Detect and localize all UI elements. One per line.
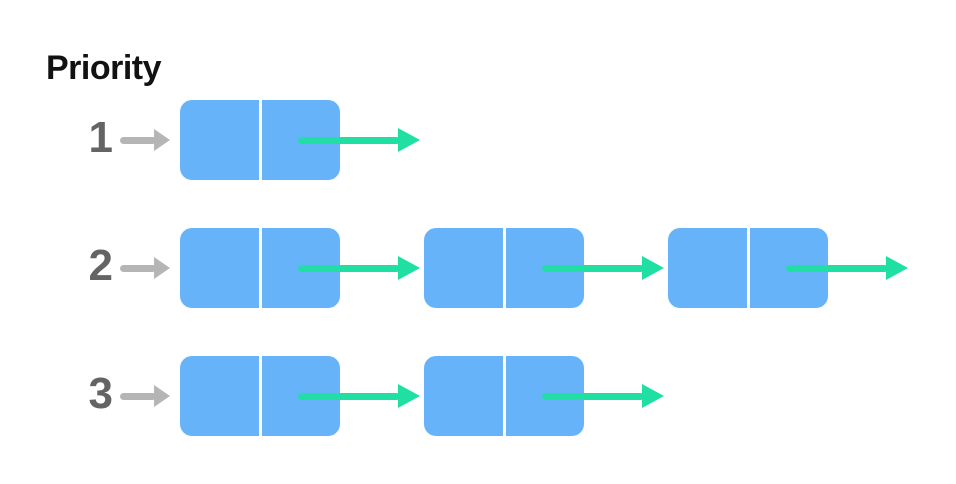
priority-label: 3: [88, 369, 113, 419]
arrow-line: [298, 392, 400, 400]
next-pointer-arrow: [298, 128, 420, 152]
arrow-line: [120, 136, 156, 144]
arrow-line: [786, 264, 888, 272]
node-divider: [746, 228, 750, 308]
priority-label: 2: [88, 241, 113, 291]
next-pointer-arrow: [542, 256, 664, 280]
arrow-head-icon: [154, 129, 170, 151]
node-data-cell: [180, 100, 260, 180]
node-data-cell: [424, 228, 504, 308]
arrow-line: [298, 136, 400, 144]
arrow-head-icon: [398, 128, 420, 152]
node-divider: [258, 100, 262, 180]
next-pointer-arrow: [298, 256, 420, 280]
arrow-head-icon: [642, 256, 664, 280]
node-divider: [258, 356, 262, 436]
arrow-line: [542, 392, 644, 400]
next-pointer-arrow: [786, 256, 908, 280]
next-pointer-arrow: [542, 384, 664, 408]
node-data-cell: [668, 228, 748, 308]
arrow-line: [542, 264, 644, 272]
arrow-head-icon: [886, 256, 908, 280]
priority-pointer-arrow: [120, 257, 170, 279]
next-pointer-arrow: [298, 384, 420, 408]
arrow-head-icon: [642, 384, 664, 408]
node-data-cell: [180, 228, 260, 308]
arrow-head-icon: [154, 257, 170, 279]
node-divider: [502, 356, 506, 436]
diagram-title: Priority: [46, 49, 162, 87]
priority-pointer-arrow: [120, 385, 170, 407]
arrow-line: [120, 264, 156, 272]
priority-label: 1: [88, 113, 113, 163]
priority-pointer-arrow: [120, 129, 170, 151]
node-data-cell: [180, 356, 260, 436]
node-divider: [258, 228, 262, 308]
arrow-line: [120, 392, 156, 400]
arrow-line: [298, 264, 400, 272]
arrow-head-icon: [154, 385, 170, 407]
node-divider: [502, 228, 506, 308]
arrow-head-icon: [398, 384, 420, 408]
arrow-head-icon: [398, 256, 420, 280]
node-data-cell: [424, 356, 504, 436]
